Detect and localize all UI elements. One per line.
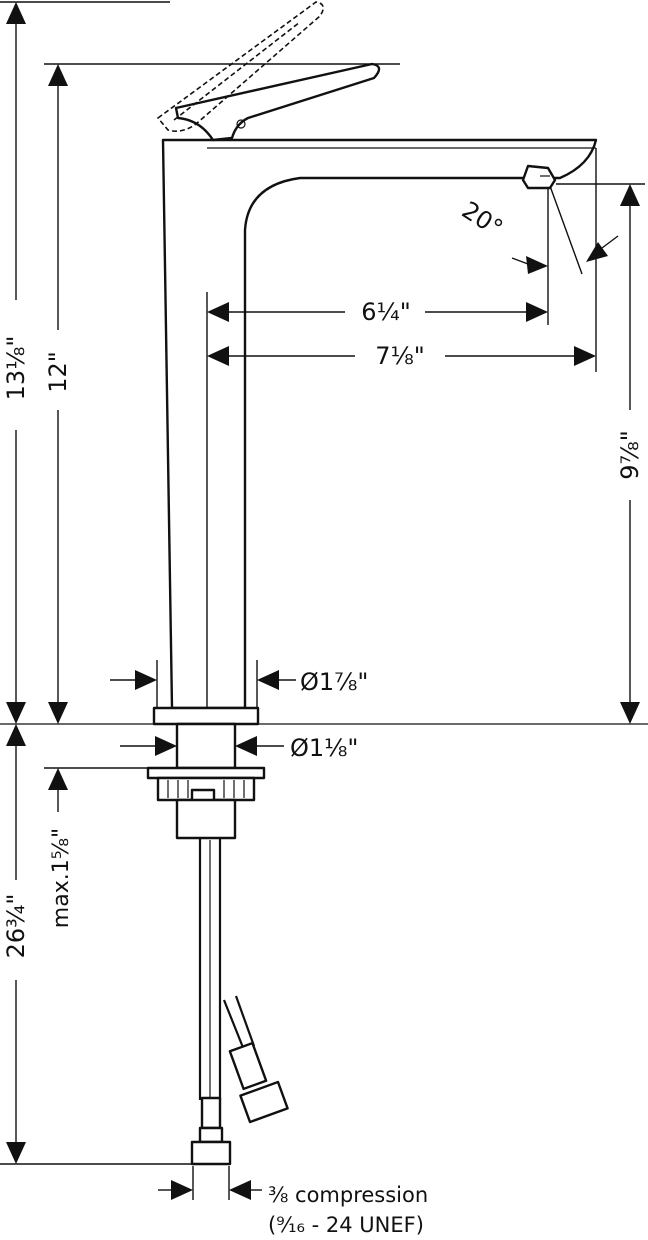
lever-handle <box>174 62 381 142</box>
label-body-diameter: Ø1⅞" <box>300 668 368 696</box>
dimension-spout-height <box>44 63 400 724</box>
label-outlet-height: 9⅞" <box>616 430 644 480</box>
label-shank-diameter: Ø1⅛" <box>290 734 358 762</box>
dimension-outlet-angle <box>511 185 619 275</box>
dimension-outlet-height <box>556 183 645 724</box>
label-outlet-angle: 20° <box>457 196 508 243</box>
dimension-below-deck <box>0 724 200 1165</box>
dimension-body-diameter <box>110 660 296 708</box>
dimension-shank-diameter <box>120 736 284 756</box>
deck-mount <box>0 706 648 1166</box>
label-below-deck: 26¾" <box>2 894 30 959</box>
label-max-deck: max.1⅝" <box>49 828 74 928</box>
label-connection-thread: (⁹⁄₁₆ - 24 UNEF) <box>268 1213 424 1237</box>
dimension-overall-height <box>0 1 170 724</box>
faucet-body <box>161 138 598 710</box>
label-spout-reach-inner: 6¼" <box>361 298 411 326</box>
dimension-max-deck <box>44 767 148 812</box>
dimension-spout-reach-inner <box>206 188 549 708</box>
label-spout-reach-outer: 7⅛" <box>375 342 425 370</box>
label-connection-size: ⅜ compression <box>268 1183 428 1207</box>
lever-handle-raised-ghost <box>156 1 324 132</box>
label-spout-height: 12" <box>44 351 72 393</box>
label-overall-height: 13⅛" <box>2 336 30 401</box>
dimension-spout-reach-outer <box>207 148 597 372</box>
dimension-connection <box>158 1166 262 1200</box>
